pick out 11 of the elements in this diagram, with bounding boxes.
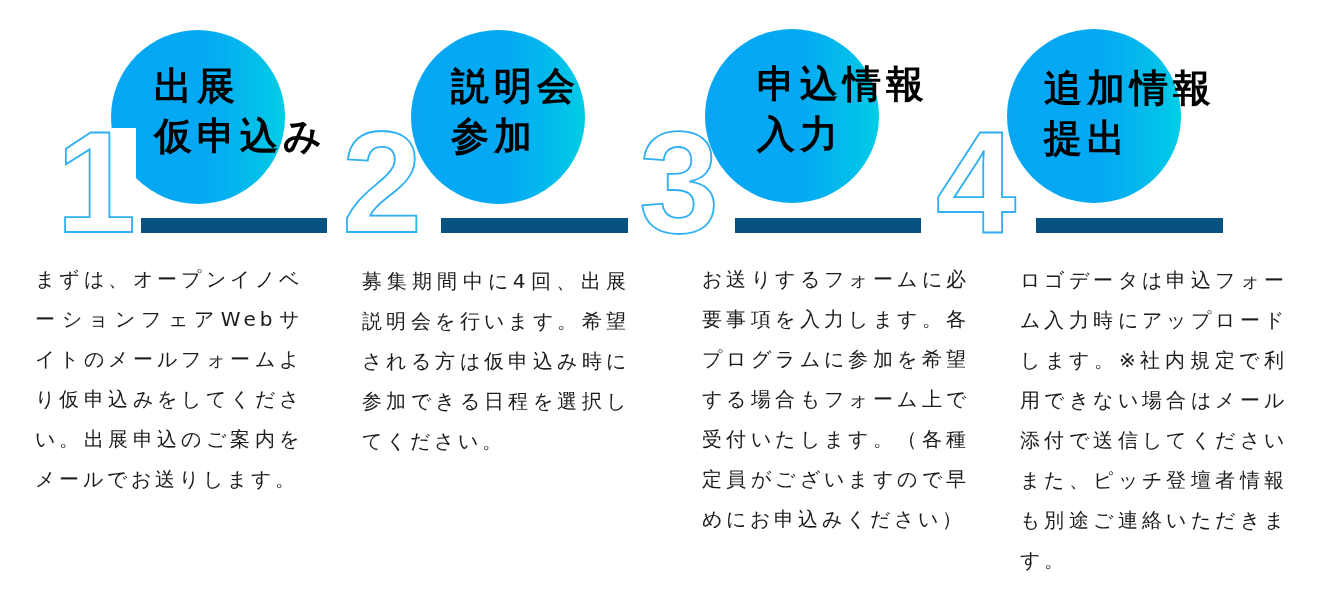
step-description: ロゴデータは申込フォーム入力時にアップロードします。※社内規定で利用できない場合はメール添付で送信してくださいまた、ピッチ登壇者情報も別途ご連絡いただきます。 <box>1020 267 1288 574</box>
step-description: お送りするフォームに必要事項を入力します。各プログラムに参加を希望する場合もフォーム上で受付いたします。（各種定員がございますので早めにお申込みください） <box>702 266 970 533</box>
underline-bar <box>441 218 628 233</box>
step-description: まずは、オープンイノベーションフェアWebサイトのメールフォームより仮申込みをしてください。出展申込のご案内をメールでお送りします。 <box>35 266 303 493</box>
step-number: 3 <box>639 128 720 238</box>
underline-bar <box>1036 218 1223 233</box>
step-title: 説明会参加 <box>451 63 580 160</box>
step-description: 募集期間中に4回、出展説明会を行います。希望される方は仮申込み時に参加できる日程を選択してください。 <box>362 268 630 455</box>
step-title: 出展仮申込み <box>154 63 327 160</box>
step-number: 2 <box>342 128 423 238</box>
step-number: 4 <box>936 128 1017 238</box>
